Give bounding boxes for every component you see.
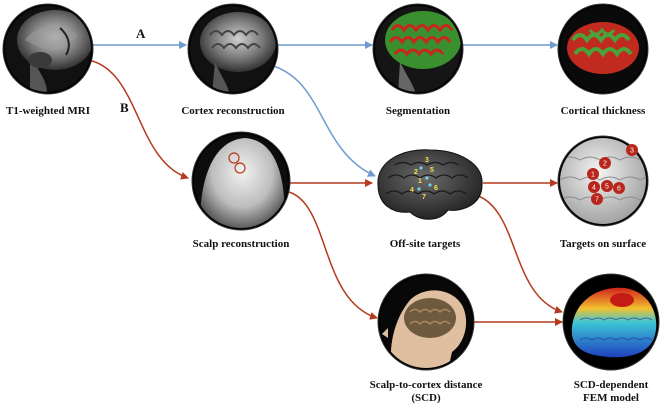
caption-scalp-reconstruction: Scalp reconstruction xyxy=(192,238,290,250)
path-b-label: B xyxy=(120,100,129,115)
path-a-label: A xyxy=(136,26,146,41)
caption-cortical-thickness: Cortical thickness xyxy=(560,105,646,117)
caption-fem-line1: SCD-dependent xyxy=(573,379,649,391)
offsite-number: 6 xyxy=(434,185,438,192)
caption-fem-line2: FEM model xyxy=(583,392,639,404)
node-cortex-reconstruction xyxy=(187,3,279,95)
caption-fem-model: SCD-dependent FEM model xyxy=(556,379,666,405)
surface-number: 2 xyxy=(603,161,607,168)
node-cortical-thickness xyxy=(557,3,649,95)
path-b-arrows xyxy=(87,59,563,326)
surface-number: 1 xyxy=(591,172,595,179)
offsite-number: 3 xyxy=(425,157,429,164)
node-scalp-reconstruction xyxy=(191,131,291,231)
surface-number: 4 xyxy=(592,185,596,192)
arrow-cortex-to-offsite xyxy=(269,64,376,177)
surface-number: 3 xyxy=(630,148,634,155)
caption-segmentation: Segmentation xyxy=(385,105,451,117)
path-a-arrows xyxy=(92,41,558,177)
target-badges xyxy=(587,144,638,205)
arrow-offsite-to-fem xyxy=(475,194,563,314)
arrow-scalp-to-scd xyxy=(288,191,378,320)
offsite-number: 2 xyxy=(414,169,418,176)
node-fem-model xyxy=(562,273,660,371)
node-targets-on-surface: 1 2 3 4 5 6 7 xyxy=(557,135,649,227)
offsite-target-dots xyxy=(417,166,432,191)
offsite-number: 1 xyxy=(418,178,422,185)
surface-number: 5 xyxy=(605,184,609,191)
offsite-number: 5 xyxy=(430,167,434,174)
node-off-site-targets: 3 2 5 1 4 6 7 xyxy=(377,149,483,220)
offsite-number: 4 xyxy=(410,187,414,194)
surface-number: 6 xyxy=(617,186,621,193)
node-segmentation xyxy=(372,3,464,95)
caption-cortex-reconstruction: Cortex reconstruction xyxy=(181,105,285,117)
caption-targets-on-surface: Targets on surface xyxy=(559,238,647,250)
caption-t1-mri: T1-weighted MRI xyxy=(5,105,91,117)
arrow-mri-to-scalp xyxy=(87,59,189,180)
coil-marker-icon xyxy=(228,152,240,164)
caption-scd-line1: Scalp-to-cortex distance xyxy=(369,379,483,391)
caption-scd: Scalp-to-cortex distance (SCD) xyxy=(351,379,501,405)
node-t1-mri xyxy=(2,3,94,95)
surface-number: 7 xyxy=(595,197,599,204)
offsite-number: 7 xyxy=(422,194,426,201)
caption-scd-line2: (SCD) xyxy=(411,392,441,404)
node-scd xyxy=(377,273,475,371)
caption-off-site-targets: Off-site targets xyxy=(389,238,461,250)
